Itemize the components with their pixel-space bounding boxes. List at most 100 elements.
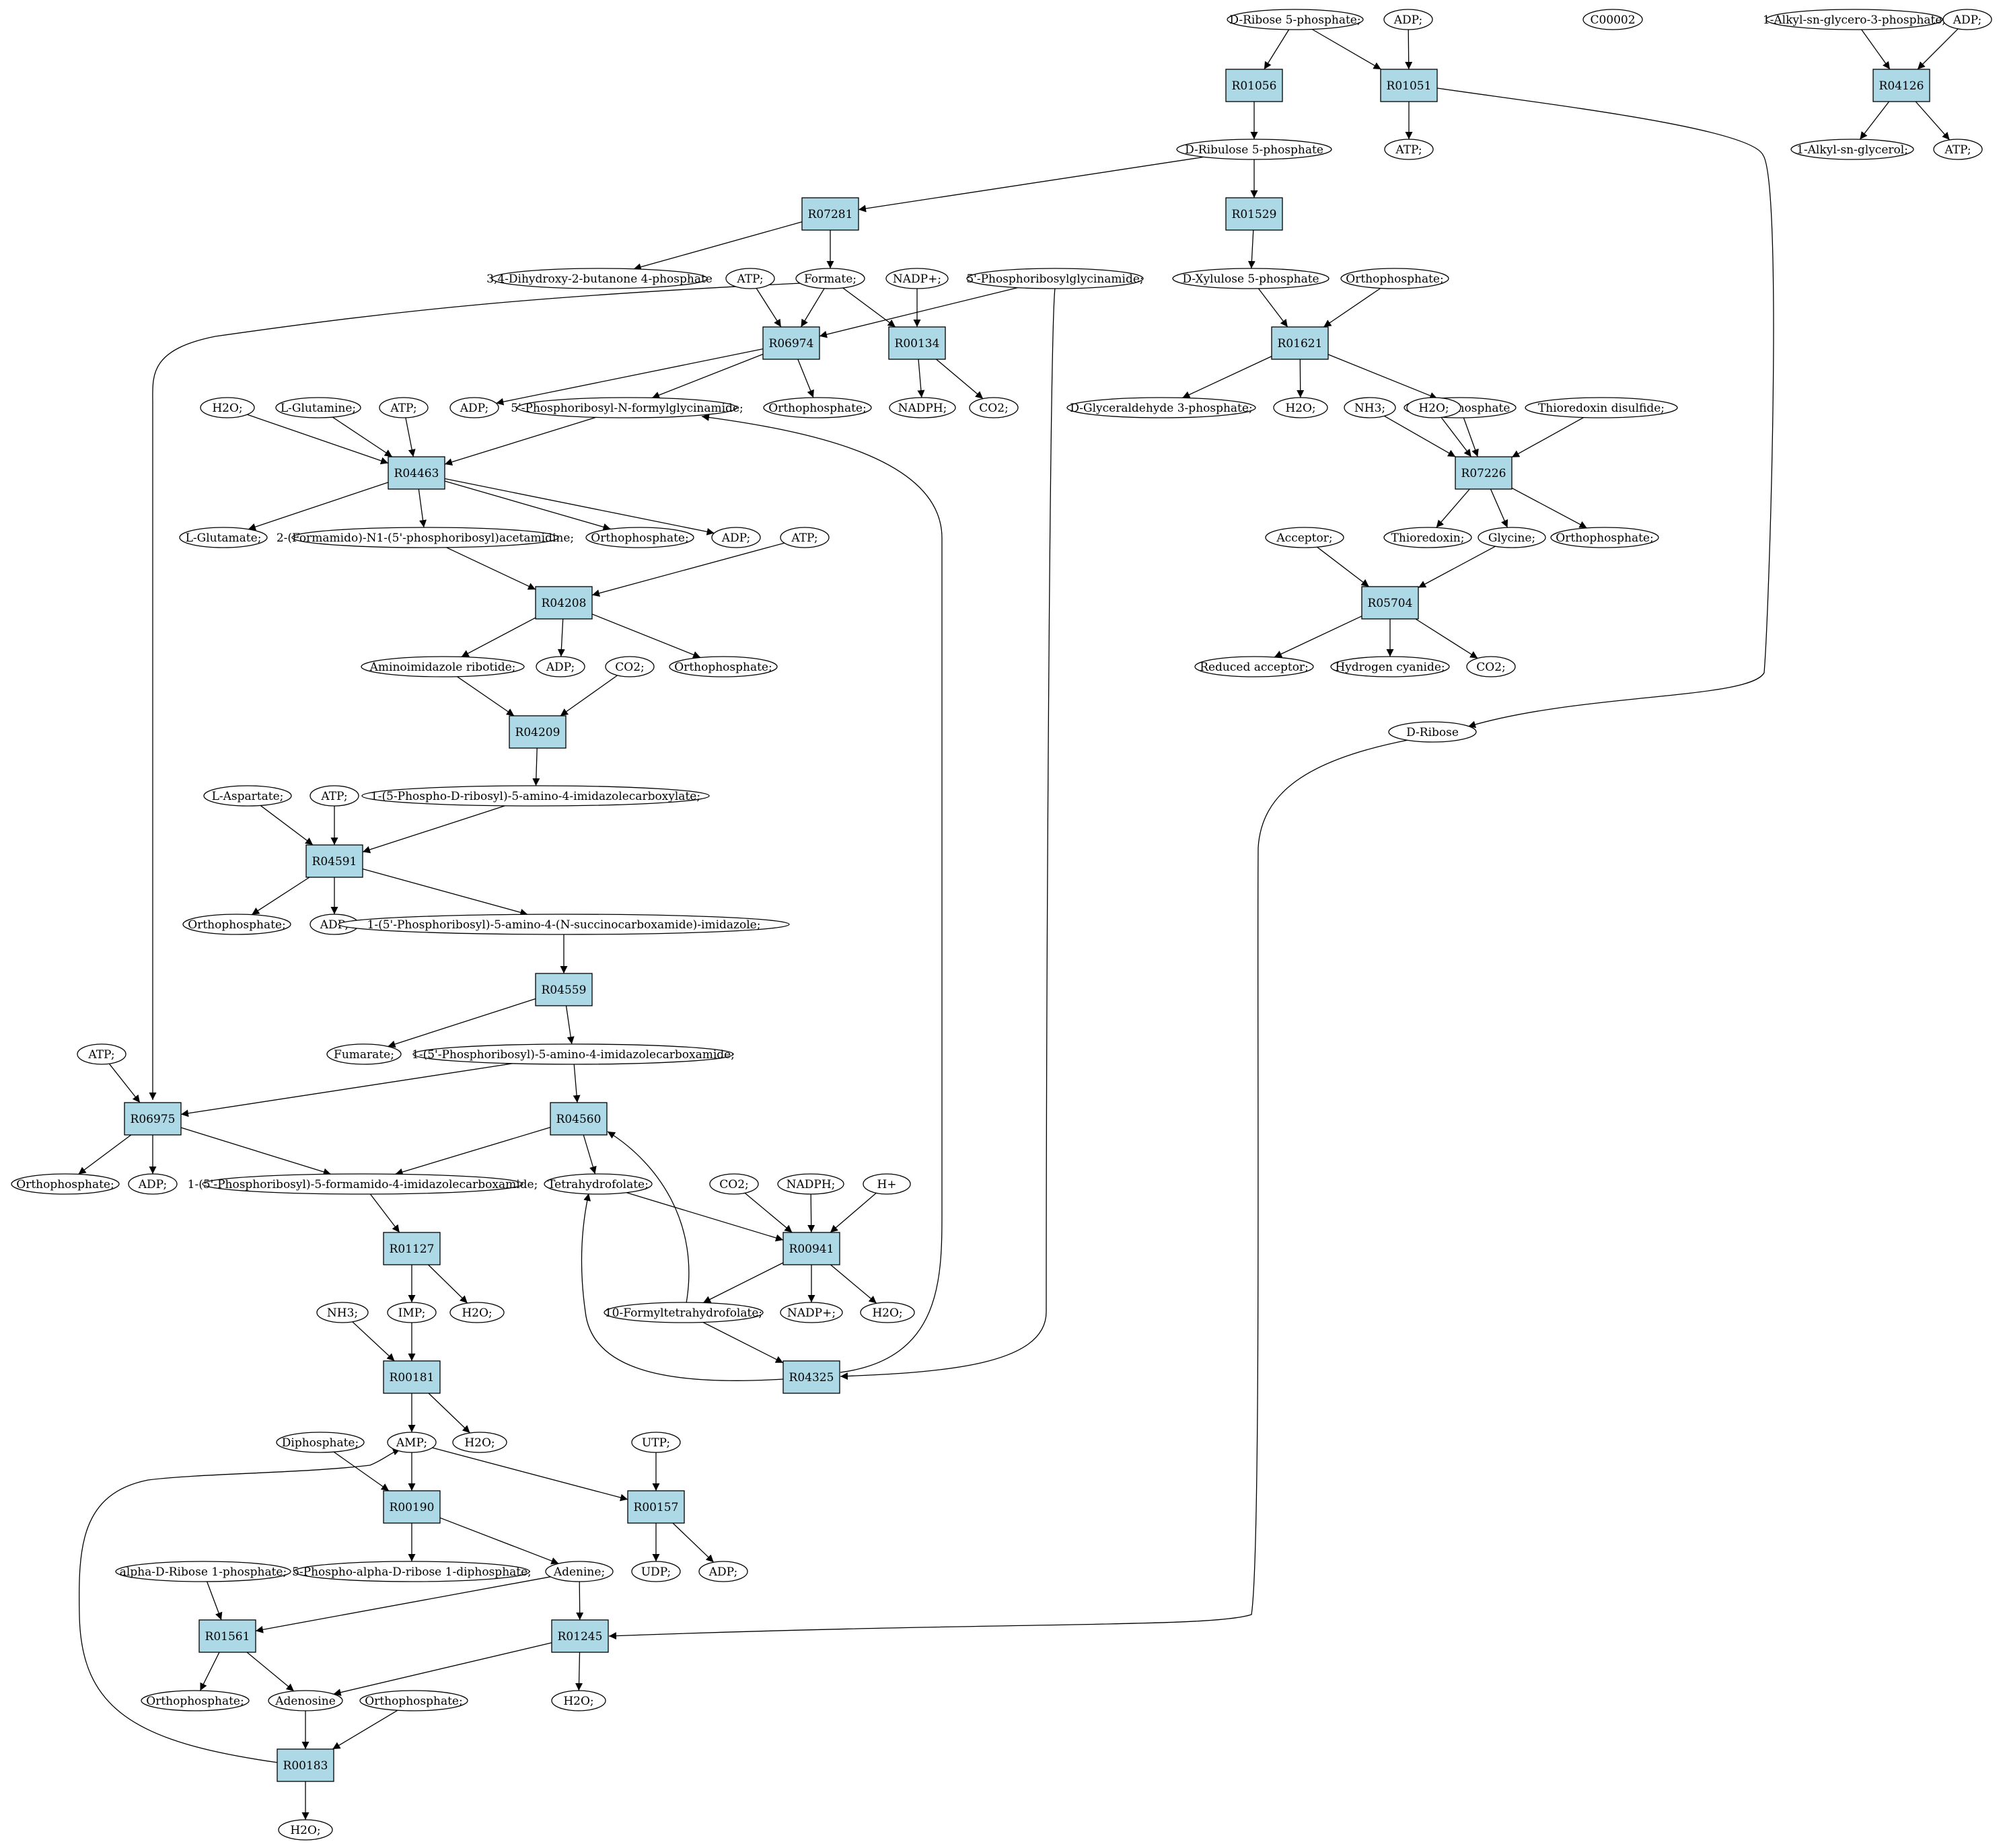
compound-node-c_adp_tr[interactable]: ADP; [1942, 9, 1992, 30]
compound-node-c_pi_r04208[interactable]: Orthophosphate; [669, 656, 778, 677]
compound-node-c_glu[interactable]: L-Glutamate; [179, 527, 268, 548]
compound-node-c_pi_r06975[interactable]: Orthophosphate; [11, 1173, 120, 1195]
reaction-node-r_R01056[interactable]: R01056 [1225, 69, 1283, 102]
compound-node-c_redacc[interactable]: Reduced acceptor; [1194, 656, 1314, 677]
reaction-node-r_R04463[interactable]: R04463 [388, 456, 445, 490]
compound-node-c_h2o_r04463[interactable]: H2O; [200, 397, 255, 418]
reaction-node-r_R04591[interactable]: R04591 [305, 844, 363, 878]
compound-node-c_adp_r04208[interactable]: ADP; [536, 656, 585, 677]
compound-node-c_diphosphate[interactable]: Diphosphate; [276, 1432, 365, 1453]
compound-node-c_fgar[interactable]: 5'-Phosphoribosyl-N-formylglycinamide; [511, 397, 743, 418]
reaction-node-r_R01245[interactable]: R01245 [551, 1619, 609, 1653]
compound-node-c_h2o_r00941[interactable]: H2O; [860, 1302, 915, 1323]
compound-node-c_fumarate[interactable]: Fumarate; [326, 1043, 402, 1065]
compound-node-c_pi_r01621[interactable]: Orthophosphate; [1340, 268, 1449, 289]
compound-node-c_atp_r04591[interactable]: ATP; [309, 785, 359, 807]
reaction-node-r_R04208[interactable]: R04208 [535, 586, 593, 620]
compound-node-c_pi_r04463[interactable]: Orthophosphate; [585, 527, 694, 548]
reaction-node-r_R01561[interactable]: R01561 [198, 1619, 256, 1653]
compound-node-c_co2_r00134[interactable]: CO2; [969, 397, 1019, 418]
reaction-node-r_R00134[interactable]: R00134 [888, 326, 946, 360]
compound-node-c_atp_r06974[interactable]: ATP; [725, 268, 775, 289]
compound-node-c_xu5p[interactable]: D-Xylulose 5-phosphate [1172, 268, 1330, 289]
reaction-node-r_R06974[interactable]: R06974 [762, 326, 820, 360]
reaction-node-r_R07226[interactable]: R07226 [1455, 456, 1513, 490]
compound-node-c_hcn[interactable]: Hydrogen cyanide; [1330, 656, 1450, 677]
reaction-node-r_R04325[interactable]: R04325 [782, 1360, 840, 1394]
compound-node-c_h2o_r00183[interactable]: H2O; [278, 1819, 333, 1841]
compound-node-c_air[interactable]: Aminoimidazole ribotide; [361, 656, 525, 677]
reaction-node-r_R00190[interactable]: R00190 [383, 1490, 441, 1524]
compound-node-c_gar[interactable]: 5'-Phosphoribosylglycinamide; [966, 268, 1144, 289]
compound-node-c_nadp_r00941[interactable]: NADP+; [780, 1302, 843, 1323]
compound-node-c_nadph_r00941[interactable]: NADPH; [777, 1173, 844, 1195]
compound-node-c_nadp[interactable]: NADP+; [885, 268, 949, 289]
compound-node-c_a1p[interactable]: alpha-D-Ribose 1-phosphate; [115, 1561, 291, 1582]
reaction-node-r_R01051[interactable]: R01051 [1380, 69, 1438, 102]
reaction-node-r_R06975[interactable]: R06975 [124, 1102, 182, 1136]
compound-node-c_thf[interactable]: Tetrahydrofolate; [544, 1173, 653, 1195]
compound-node-c_alkyl3p[interactable]: 1-Alkyl-sn-glycero-3-phosphate; [1763, 9, 1946, 30]
compound-node-c_nadph_r00134[interactable]: NADPH; [889, 397, 956, 418]
compound-node-c_fgam[interactable]: 2-(Formamido)-N1-(5'-phosphoribosyl)acet… [277, 527, 574, 548]
compound-node-c_g3p[interactable]: D-Glyceraldehyde 3-phosphate; [1066, 397, 1256, 418]
compound-node-c_asp[interactable]: L-Aspartate; [203, 785, 292, 807]
compound-node-c_pi_r07226[interactable]: Orthophosphate; [1550, 527, 1659, 548]
compound-node-c_atp_r06975[interactable]: ATP; [77, 1043, 126, 1065]
compound-node-c_gly[interactable]: Glycine; [1478, 527, 1546, 548]
compound-node-c_utp[interactable]: UTP; [631, 1432, 681, 1453]
compound-node-c_prpp[interactable]: 5-Phospho-alpha-D-ribose 1-diphosphate; [292, 1561, 532, 1582]
compound-node-c_trxss[interactable]: Thioredoxin disulfide; [1525, 397, 1678, 418]
compound-node-c_atp_r04126[interactable]: ATP; [1933, 139, 1983, 160]
compound-node-c_co2_r05704[interactable]: CO2; [1466, 656, 1516, 677]
reaction-node-r_R00183[interactable]: R00183 [277, 1748, 334, 1782]
reaction-node-r_R04209[interactable]: R04209 [509, 715, 567, 749]
compound-node-c_formate[interactable]: Formate; [795, 268, 865, 289]
compound-node-c_r5p[interactable]: D-Ribose 5-phosphate; [1227, 9, 1364, 30]
compound-node-c_atp_r04463[interactable]: ATP; [379, 397, 429, 418]
compound-node-c_fthf[interactable]: 10-Formyltetrahydrofolate; [604, 1302, 764, 1323]
compound-node-c_saicar[interactable]: 1-(5'-Phosphoribosyl)-5-amino-4-(N-succi… [338, 914, 790, 935]
compound-node-c_adp_r04463[interactable]: ADP; [711, 527, 761, 548]
compound-node-c_c00002[interactable]: C00002 [1582, 9, 1643, 30]
reaction-node-r_R07281[interactable]: R07281 [801, 197, 859, 231]
compound-node-c_nh3_r07226[interactable]: NH3; [1344, 397, 1396, 418]
compound-node-c_alkylgly[interactable]: 1-Alkyl-sn-glycerol; [1790, 139, 1914, 160]
compound-node-c_pi_r04591[interactable]: Orthophosphate; [182, 914, 291, 935]
compound-node-c_aicar[interactable]: 1-(5'-Phosphoribosyl)-5-amino-4-imidazol… [412, 1043, 735, 1065]
compound-node-c_pi_r01561[interactable]: Orthophosphate; [141, 1690, 250, 1711]
reaction-node-r_R00157[interactable]: R00157 [627, 1490, 685, 1524]
compound-node-c_co2_r04209[interactable]: CO2; [605, 656, 655, 677]
reaction-node-r_R00181[interactable]: R00181 [383, 1360, 441, 1394]
reaction-node-r_R00941[interactable]: R00941 [782, 1232, 840, 1265]
compound-node-c_acceptor[interactable]: Acceptor; [1265, 527, 1344, 548]
compound-node-c_nh3_r00181[interactable]: NH3; [316, 1302, 369, 1323]
compound-node-c_amp[interactable]: AMP; [387, 1432, 437, 1453]
compound-node-c_trx[interactable]: Thioredoxin; [1383, 527, 1472, 548]
compound-node-c_h2o_r07226[interactable]: H2O; [1406, 397, 1461, 418]
compound-node-c_adenosine[interactable]: Adenosine [268, 1690, 343, 1711]
reaction-node-r_R04560[interactable]: R04560 [550, 1102, 608, 1136]
compound-node-c_h2o_r01245[interactable]: H2O; [551, 1690, 606, 1711]
compound-node-c_pi_r06974[interactable]: Orthophosphate; [763, 397, 872, 418]
compound-node-c_ru5p[interactable]: D-Ribulose 5-phosphate [1176, 139, 1332, 160]
reaction-node-r_R04559[interactable]: R04559 [535, 973, 593, 1006]
reaction-node-r_R05704[interactable]: R05704 [1361, 586, 1419, 620]
compound-node-c_ribose[interactable]: D-Ribose [1388, 721, 1477, 743]
compound-node-c_hplus[interactable]: H+ [863, 1173, 911, 1195]
compound-node-c_adenine[interactable]: Adenine; [545, 1561, 614, 1582]
compound-node-c_pi_r00183[interactable]: Orthophosphate; [359, 1690, 468, 1711]
reaction-node-r_R01529[interactable]: R01529 [1225, 197, 1283, 231]
compound-node-c_faicar[interactable]: 1-(5'-Phosphoribosyl)-5-formamido-4-imid… [188, 1173, 538, 1195]
compound-node-c_imp[interactable]: IMP; [387, 1302, 437, 1323]
compound-node-c_udp[interactable]: UDP; [631, 1561, 681, 1582]
compound-node-c_cair[interactable]: 1-(5-Phospho-D-ribosyl)-5-amino-4-imidaz… [361, 785, 710, 807]
compound-node-c_adp_r06975[interactable]: ADP; [128, 1173, 178, 1195]
compound-node-c_h2o_r01621[interactable]: H2O; [1273, 397, 1328, 418]
compound-node-c_atp_r01051[interactable]: ATP; [1384, 139, 1434, 160]
compound-node-c_adp_r06974[interactable]: ADP; [449, 397, 499, 418]
compound-node-c_adp_top[interactable]: ADP; [1383, 9, 1433, 30]
compound-node-c_h2o_r01127[interactable]: H2O; [449, 1302, 505, 1323]
compound-node-c_dhbp[interactable]: 3,4-Dihydroxy-2-butanone 4-phosphate [486, 268, 713, 289]
compound-node-c_h2o_r00181[interactable]: H2O; [452, 1432, 507, 1453]
